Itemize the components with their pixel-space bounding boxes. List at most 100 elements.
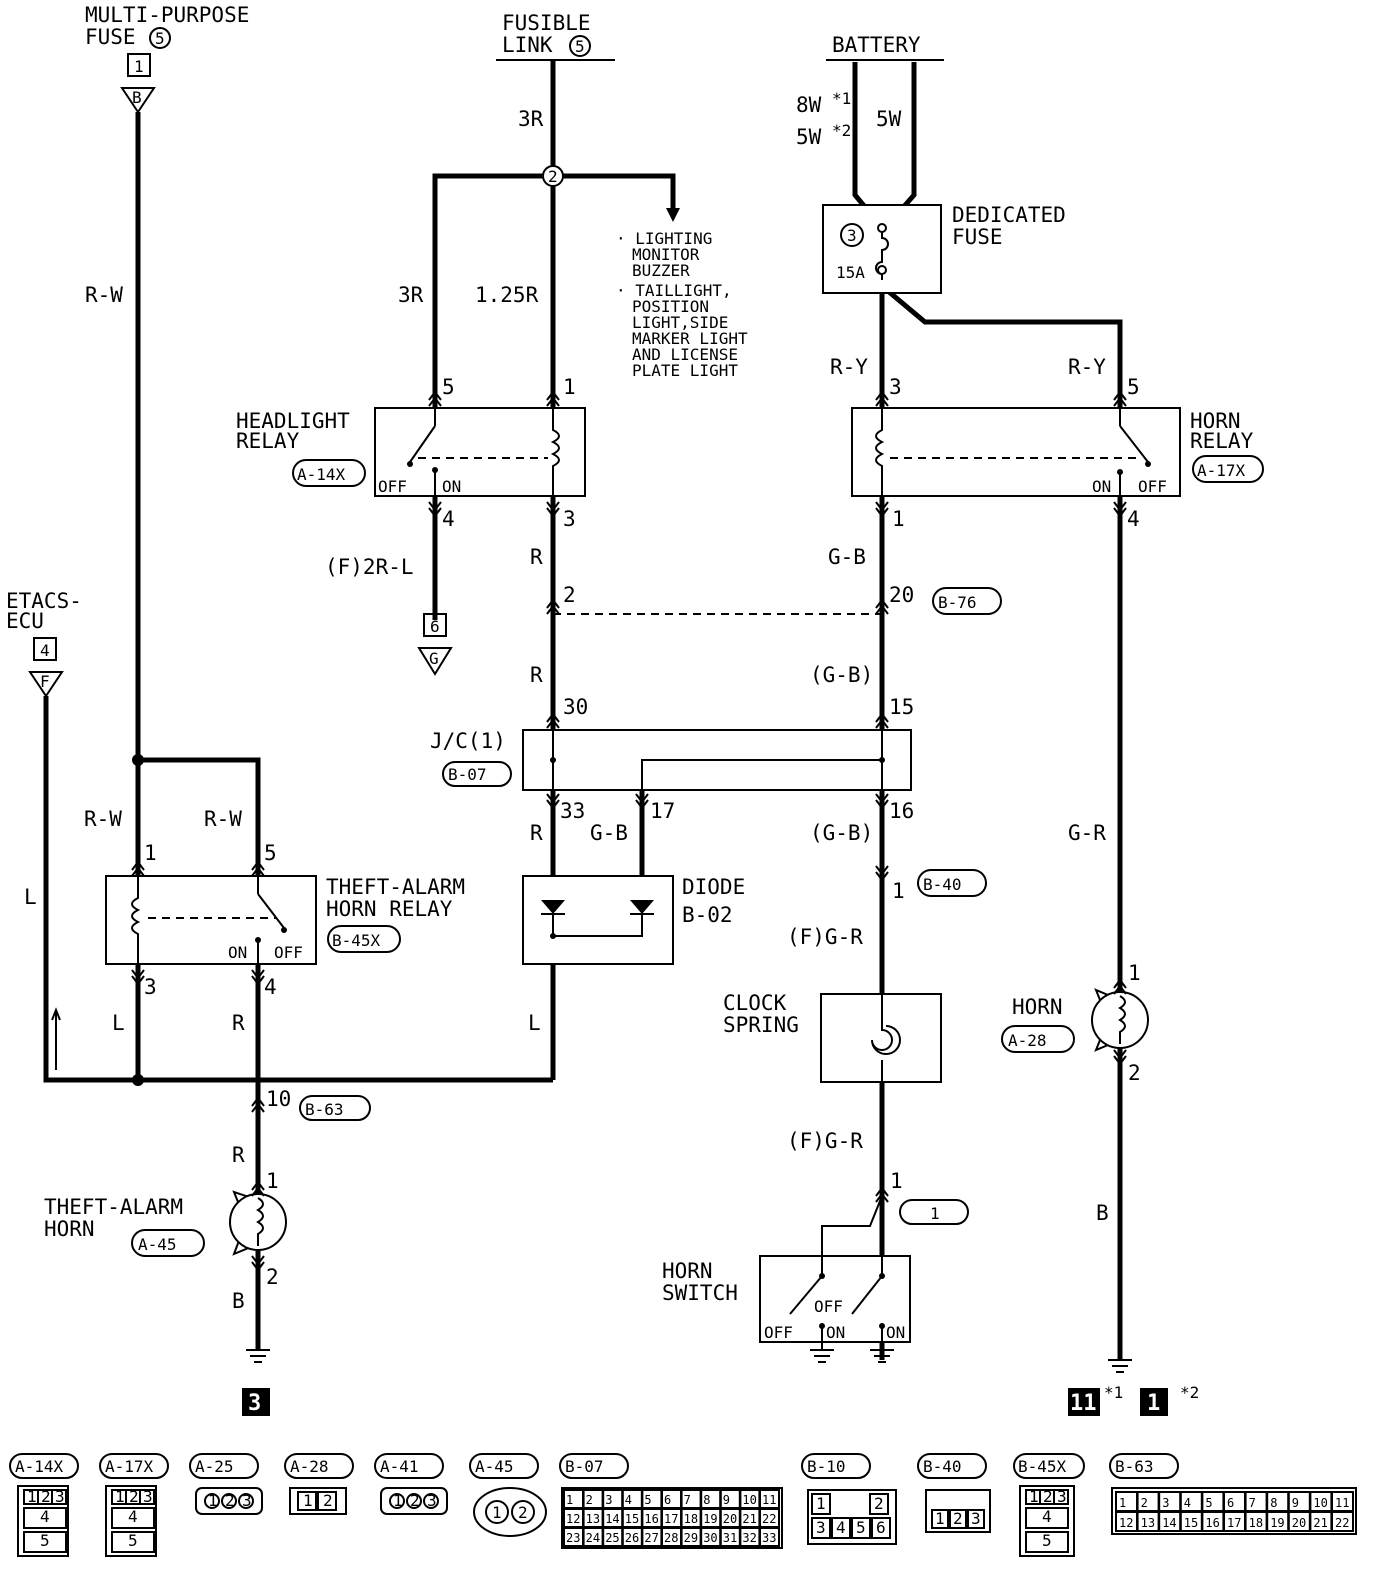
ground-11: 11 xyxy=(1070,1391,1097,1416)
wire-l2: L xyxy=(112,1011,125,1035)
svg-text:4: 4 xyxy=(836,1518,846,1537)
pin-hr4: 4 xyxy=(1127,507,1140,531)
pin-c33: 33 xyxy=(560,799,585,823)
wire-gr: G-R xyxy=(1068,821,1106,845)
horn-relay-off: OFF xyxy=(1138,477,1167,496)
legend-b63: B-63 xyxy=(1115,1457,1154,1476)
theft-horn-title: THEFT-ALARM xyxy=(44,1195,183,1219)
connector-b40: B-40 xyxy=(923,875,962,894)
b63-pin: 3 xyxy=(1162,1496,1169,1510)
legend-b45x: B-45X xyxy=(1018,1457,1067,1476)
branch-notes: · LIGHTING MONITOR BUZZER · TAILLIGHT, P… xyxy=(616,229,748,380)
legend-a17x: A-17X xyxy=(105,1457,154,1476)
horn-relay-on: ON xyxy=(1092,477,1111,496)
b07-pin: 31 xyxy=(723,1531,737,1545)
b63-pin: 18 xyxy=(1249,1516,1263,1530)
pin-tr3: 3 xyxy=(144,975,157,999)
b07-pin: 5 xyxy=(644,1493,651,1507)
svg-text:5: 5 xyxy=(128,1531,138,1550)
etacs-ecu-source: ETACS- ECU 4 F xyxy=(6,589,82,698)
svg-text:2: 2 xyxy=(41,1487,51,1506)
svg-text:2: 2 xyxy=(323,1491,333,1510)
svg-text:4: 4 xyxy=(40,1507,50,1526)
hl-relay-off: OFF xyxy=(378,477,407,496)
b07-pin: 14 xyxy=(605,1512,619,1526)
connector-b63: B-63 xyxy=(305,1100,344,1119)
dedicated-fuse-no: 3 xyxy=(847,226,857,245)
diode-id: B-02 xyxy=(682,903,733,927)
pin-c16: 16 xyxy=(889,799,914,823)
b63-pin: 15 xyxy=(1184,1516,1198,1530)
b63-pin: 7 xyxy=(1249,1496,1256,1510)
connector-1: 1 xyxy=(930,1204,940,1223)
wire-gb2: (G-B) xyxy=(810,663,873,687)
svg-text:3: 3 xyxy=(1057,1487,1067,1506)
b07-pin: 12 xyxy=(566,1512,580,1526)
diode-title: DIODE xyxy=(682,875,745,899)
dedicated-fuse-rating: 15A xyxy=(836,263,865,282)
svg-text:2: 2 xyxy=(129,1487,139,1506)
svg-text:1: 1 xyxy=(208,1491,218,1510)
note-2: MONITOR xyxy=(632,245,700,264)
note-6: LIGHT,SIDE xyxy=(632,313,728,332)
note-1: · LIGHTING xyxy=(616,229,712,248)
b07-pin: 13 xyxy=(586,1512,600,1526)
horn-connector: A-28 xyxy=(1008,1031,1047,1050)
b07-pin: 21 xyxy=(742,1512,756,1526)
fusible-link-6: 6 G xyxy=(417,613,453,676)
note-8: AND LICENSE xyxy=(632,345,738,364)
b07-pin: 9 xyxy=(723,1493,730,1507)
b07-pin: 25 xyxy=(605,1531,619,1545)
b63-pin: 16 xyxy=(1205,1516,1219,1530)
mpf-title: MULTI-PURPOSE xyxy=(85,3,249,27)
wire-ry-left: R-Y xyxy=(830,355,868,379)
wire-f2rl: (F)2R-L xyxy=(325,555,414,579)
pin-hn1: 1 xyxy=(1128,961,1141,985)
b63-pin: 20 xyxy=(1292,1516,1306,1530)
wire-r3: R xyxy=(530,821,543,845)
svg-text:1: 1 xyxy=(115,1487,125,1506)
note-9: PLATE LIGHT xyxy=(632,361,738,380)
b07-pin: 26 xyxy=(625,1531,639,1545)
svg-text:5: 5 xyxy=(856,1518,866,1537)
note-7: MARKER LIGHT xyxy=(632,329,748,348)
b63-pin: 6 xyxy=(1227,1496,1234,1510)
mpf-fuse-no: 5 xyxy=(155,29,165,48)
mpf-connector-no: 1 xyxy=(134,57,144,76)
fl-no: 5 xyxy=(575,37,585,56)
pin-arrows xyxy=(131,391,1127,1271)
theft-relay-title: THEFT-ALARM xyxy=(326,875,465,899)
horn-relay-connector: A-17X xyxy=(1197,461,1246,480)
b07-pin: 20 xyxy=(723,1512,737,1526)
b07-pin: 3 xyxy=(605,1493,612,1507)
theft-relay-sub: HORN RELAY xyxy=(326,897,453,921)
b07-pin: 32 xyxy=(742,1531,756,1545)
pin-th2: 2 xyxy=(266,1265,279,1289)
b07-pin: 19 xyxy=(703,1512,717,1526)
fl6-letter: G xyxy=(429,649,439,668)
multi-purpose-fuse-source: MULTI-PURPOSE FUSE 5 1 B xyxy=(85,3,249,114)
wire-l3: L xyxy=(528,1011,541,1035)
ground-11-note: *1 xyxy=(1104,1383,1123,1402)
splice-node-label: 2 xyxy=(548,167,558,186)
battery-label: BATTERY xyxy=(832,33,921,57)
b07-pin: 8 xyxy=(703,1493,710,1507)
pin-hr5: 5 xyxy=(1127,375,1140,399)
wire-b-horn2: B xyxy=(1096,1201,1109,1225)
pin-sw1: 1 xyxy=(890,1169,903,1193)
b63-pin: 17 xyxy=(1227,1516,1241,1530)
legend-a45: A-45 xyxy=(475,1457,514,1476)
b07-pin: 22 xyxy=(762,1512,776,1526)
wire-l1: L xyxy=(24,885,37,909)
svg-text:6: 6 xyxy=(876,1518,886,1537)
b63-pin: 5 xyxy=(1205,1496,1212,1510)
pin-c2: 2 xyxy=(563,583,576,607)
ground-1: 1 xyxy=(1147,1391,1160,1416)
pin-c20: 20 xyxy=(889,583,914,607)
pin-hr1: 1 xyxy=(892,507,905,531)
legend-b40: B-40 xyxy=(923,1457,962,1476)
pin-tr4: 4 xyxy=(264,975,277,999)
svg-text:1: 1 xyxy=(1029,1487,1039,1506)
svg-text:3: 3 xyxy=(427,1491,437,1510)
wire-5w-a-note: *2 xyxy=(832,121,851,140)
